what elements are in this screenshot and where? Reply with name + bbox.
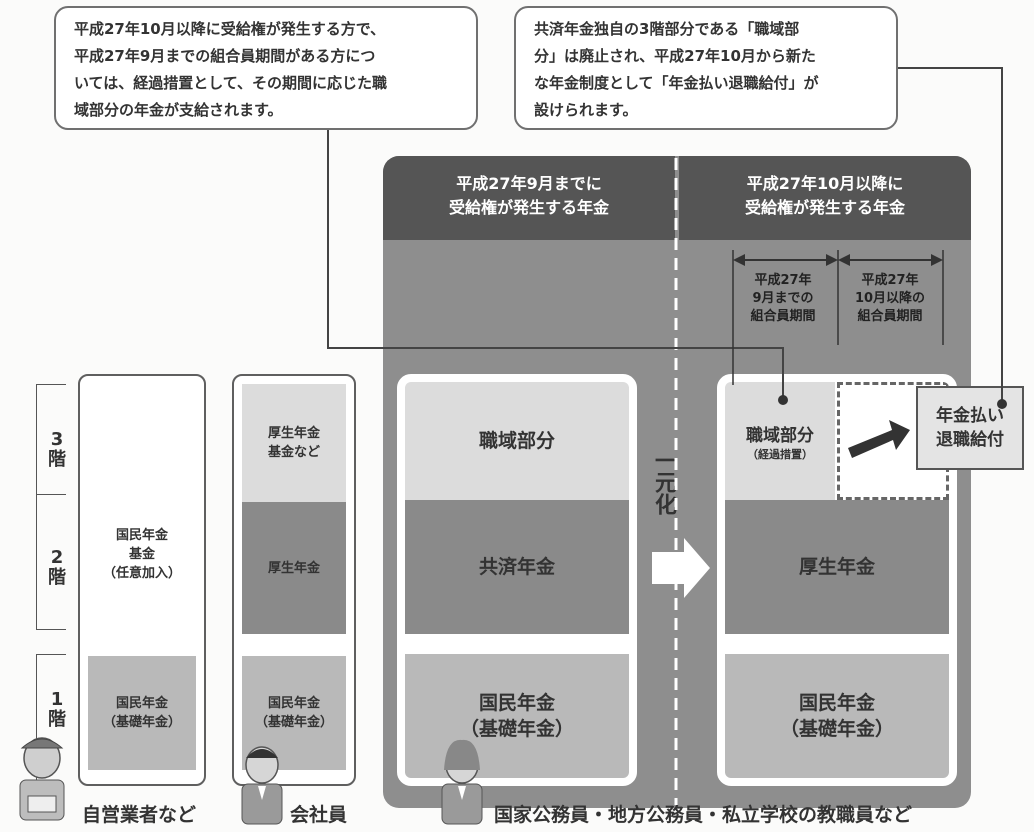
kyosai-nenkin: 共済年金 (405, 500, 629, 634)
connector-abolition (898, 67, 1003, 402)
national-pension-fund: 国民年金 基金 （任意加入） (102, 528, 181, 581)
employee-column: 厚生年金 基金など 厚生年金 国民年金 （基礎年金） (232, 374, 356, 786)
civil-after-column: 職域部分 （経過措置） 厚生年金 国民年金 （基礎年金） (717, 374, 957, 786)
employee-label: 会社員 (290, 804, 348, 826)
civil-before-column: 職域部分 共済年金 国民年金 （基礎年金） (397, 374, 637, 786)
header-before: 平成27年9月までに 受給権が発生する年金 (383, 156, 675, 240)
callout-transition: 平成27年10月以降に受給権が発生する方で、 平成27年9月までの組合員期間があ… (54, 6, 478, 130)
civil-servant-label: 国家公務員・地方公務員・私立学校の教職員など (494, 804, 913, 826)
self-employed-person-icon (19, 737, 65, 821)
self-employed-label: 自営業者など (82, 804, 197, 826)
new-benefit-arrow-icon (848, 420, 910, 458)
period-arrowhead-2 (826, 254, 838, 266)
connector-dot-2 (997, 399, 1007, 409)
header-after: 平成27年10月以降に 受給権が発生する年金 (679, 156, 971, 240)
employee-person-icon (241, 746, 283, 825)
employee-basic-pension: 国民年金 （基礎年金） (242, 656, 346, 770)
period-arrowhead-3 (838, 254, 850, 266)
shokuiki-before: 職域部分 (405, 382, 629, 500)
connector-dot-1 (778, 395, 788, 405)
callout-abolition: 共済年金独自の3階部分である「職域部 分」は廃止され、平成27年10月から新た … (514, 6, 898, 130)
connector-transition (327, 130, 784, 398)
civil-before-basic-pension: 国民年金 （基礎年金） (405, 654, 629, 778)
floor-3-label: 3 階 (48, 429, 66, 470)
floor-scale (36, 384, 66, 784)
kosei-nenkin-after: 厚生年金 (725, 500, 949, 634)
floor-2-label: 2 階 (48, 547, 66, 588)
period-after-label: 平成27年 10月以降の 組合員期間 (854, 273, 926, 324)
employee-kosei-nenkin: 厚生年金 (242, 502, 346, 634)
civil-after-basic-pension: 国民年金 （基礎年金） (725, 654, 949, 778)
transitional-note: （経過措置） (747, 447, 813, 461)
period-arrowhead-1 (733, 254, 745, 266)
civil-servant-person-icon (441, 739, 483, 825)
floor-1-label: 1 階 (48, 689, 66, 730)
self-employed-basic-pension: 国民年金 （基礎年金） (88, 656, 196, 770)
employee-pension-fund: 厚生年金 基金など (242, 384, 346, 502)
period-before-label: 平成27年 9月までの 組合員期間 (750, 273, 816, 324)
self-employed-column: 国民年金 基金 （任意加入） 国民年金 （基礎年金） (78, 374, 206, 786)
shokuiki-after-label: 職域部分 (746, 425, 814, 446)
period-arrowhead-4 (931, 254, 943, 266)
transition-arrow-icon (652, 538, 710, 598)
nenkin-barai-taishoku-kyufu: 年金払い 退職給付 (916, 386, 1024, 470)
